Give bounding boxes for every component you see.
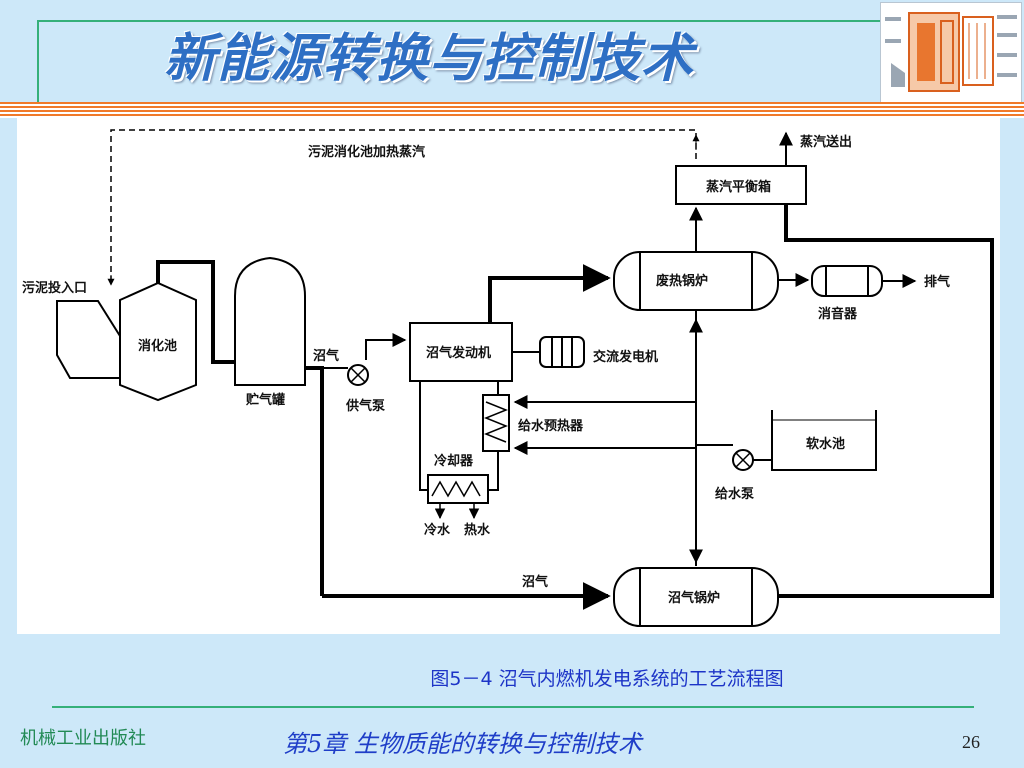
label-biogas-boiler: 沼气锅炉 bbox=[668, 590, 720, 606]
label-cold-water: 冷水 bbox=[424, 522, 451, 538]
cooler bbox=[427, 474, 489, 504]
label-digester: 消化池 bbox=[138, 338, 177, 354]
boiler-thumbnail-image bbox=[880, 2, 1022, 104]
muffler bbox=[811, 265, 883, 297]
page-title: 新能源转换与控制技术 bbox=[164, 29, 695, 89]
header-divider-band bbox=[0, 102, 1024, 118]
label-generator: 交流发电机 bbox=[593, 349, 658, 365]
label-soft-water-tank: 软水池 bbox=[806, 436, 845, 452]
label-biogas-2: 沼气 bbox=[522, 574, 548, 590]
publisher-name: 机械工业出版社 bbox=[20, 728, 146, 749]
label-feed-preheater: 给水预热器 bbox=[518, 418, 584, 434]
figure-caption: 图5－4 沼气内燃机发电系统的工艺流程图 bbox=[430, 668, 784, 690]
footer-divider bbox=[52, 706, 974, 708]
page-number: 26 bbox=[962, 732, 980, 752]
label-hot-water: 热水 bbox=[464, 522, 491, 538]
label-feed-pump: 给水泵 bbox=[715, 486, 754, 502]
label-gas-tank: 贮气罐 bbox=[245, 392, 285, 408]
biogas-engine bbox=[409, 322, 513, 382]
label-muffler: 消音器 bbox=[818, 306, 858, 322]
label-engine: 沼气发动机 bbox=[426, 345, 491, 361]
label-cooler: 冷却器 bbox=[434, 453, 474, 469]
label-sludge-heating: 污泥消化池加热蒸汽 bbox=[308, 144, 425, 160]
label-exhaust: 排气 bbox=[924, 274, 950, 290]
label-biogas-1: 沼气 bbox=[313, 348, 339, 364]
label-sludge-inlet: 污泥投入口 bbox=[22, 280, 87, 296]
label-waste-heat-boiler: 废热锅炉 bbox=[656, 273, 708, 289]
label-gas-pump: 供气泵 bbox=[345, 398, 385, 414]
sludge-hopper bbox=[56, 300, 121, 379]
soft-water-tank bbox=[771, 410, 877, 471]
biogas-boiler bbox=[613, 567, 779, 627]
header-frame-horizontal bbox=[37, 20, 902, 22]
chapter-title: 第5章 生物质能的转换与控制技术 bbox=[283, 730, 642, 758]
header-frame-vertical bbox=[37, 20, 39, 104]
gas-storage-tank bbox=[234, 256, 306, 386]
label-steam-out: 蒸汽送出 bbox=[800, 134, 852, 150]
process-flow-diagram: 污泥消化池加热蒸汽 蒸汽送出 蒸汽平衡箱 污泥投入口 消化池 贮气罐 沼气 供气… bbox=[17, 118, 1000, 634]
steam-balance-header bbox=[675, 165, 807, 205]
feedwater-preheater bbox=[482, 394, 510, 452]
label-steam-header: 蒸汽平衡箱 bbox=[706, 179, 771, 195]
